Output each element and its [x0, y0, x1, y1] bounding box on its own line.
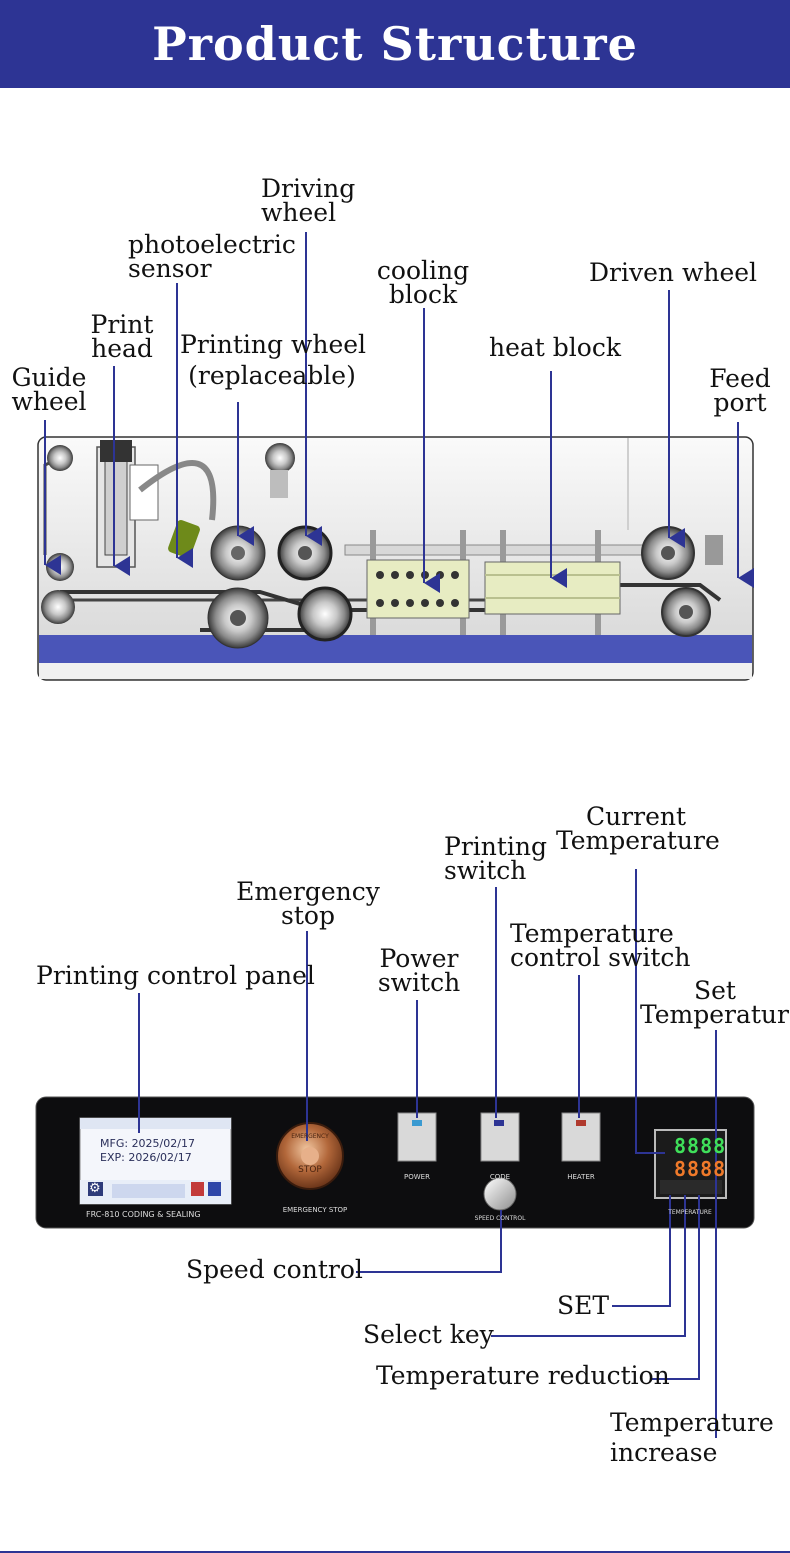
sealing-machine-photo — [37, 436, 754, 681]
exp-value: 2026/02/17 — [128, 1151, 192, 1164]
label-driving-wheel: Driving wheel — [261, 174, 356, 227]
gear-icon: ⚙ — [89, 1181, 101, 1196]
label-photoelectric-sensor: photoelectric sensor — [128, 230, 296, 283]
label-select-key: Select key — [363, 1320, 494, 1349]
label-power-switch: Power switch — [377, 944, 461, 997]
current-temperature-display: 8888 — [674, 1134, 727, 1158]
label-cooling-block: cooling block — [376, 256, 470, 309]
screen-mfg-line: MFG: 2025/02/17 — [100, 1137, 195, 1150]
label-heat-block: heat block — [489, 333, 621, 362]
exp-label: EXP: — [100, 1151, 125, 1164]
mfg-value: 2025/02/17 — [131, 1137, 195, 1150]
page-title: Product Structure — [152, 17, 638, 71]
label-feed-port: Feed port — [709, 364, 771, 417]
panel-pointer-lines — [138, 869, 717, 1438]
header-bar — [0, 0, 790, 88]
label-emergency-stop: Emergency stop — [236, 877, 380, 930]
label-driven-wheel: Driven wheel — [589, 258, 758, 287]
emergency-button-top-text: EMERGENCY — [291, 1133, 329, 1140]
label-temperature-increase: Temperature increase — [610, 1408, 774, 1467]
code-caption: CODE — [489, 1173, 511, 1181]
power-caption: POWER — [404, 1173, 430, 1181]
emergency-caption: EMERGENCY STOP — [282, 1206, 348, 1214]
model-caption: FRC-810 CODING & SEALING — [86, 1210, 201, 1219]
mfg-label: MFG: — [100, 1137, 129, 1150]
footer-divider — [0, 1551, 790, 1553]
label-set-temperature: Set Temperature — [640, 976, 790, 1029]
label-printing-control-panel: Printing control panel — [36, 961, 315, 990]
emergency-button-center-text: STOP — [298, 1165, 322, 1175]
label-guide-wheel: Guide wheel — [11, 363, 87, 416]
label-printing-switch: Printing switch — [444, 832, 548, 885]
screen-exp-line: EXP: 2026/02/17 — [100, 1151, 192, 1164]
machine-pointer-lines — [44, 232, 754, 593]
heater-caption: HEATER — [567, 1173, 595, 1181]
speed-caption: SPEED CONTROL — [474, 1215, 526, 1222]
label-current-temperature: Current Temperature — [556, 802, 720, 855]
label-temperature-control-switch: Temperature control switch — [510, 919, 691, 972]
temperature-caption: TEMPERATURE — [668, 1209, 712, 1216]
label-speed-control: Speed control — [186, 1255, 363, 1284]
label-print-head: Print head — [90, 310, 154, 363]
label-temperature-reduction: Temperature reduction — [376, 1361, 670, 1390]
control-panel-photo — [35, 1096, 755, 1229]
label-printing-wheel: Printing wheel (replaceable) — [180, 330, 367, 390]
set-temperature-display: 8888 — [674, 1157, 727, 1181]
label-set: SET — [557, 1291, 610, 1320]
